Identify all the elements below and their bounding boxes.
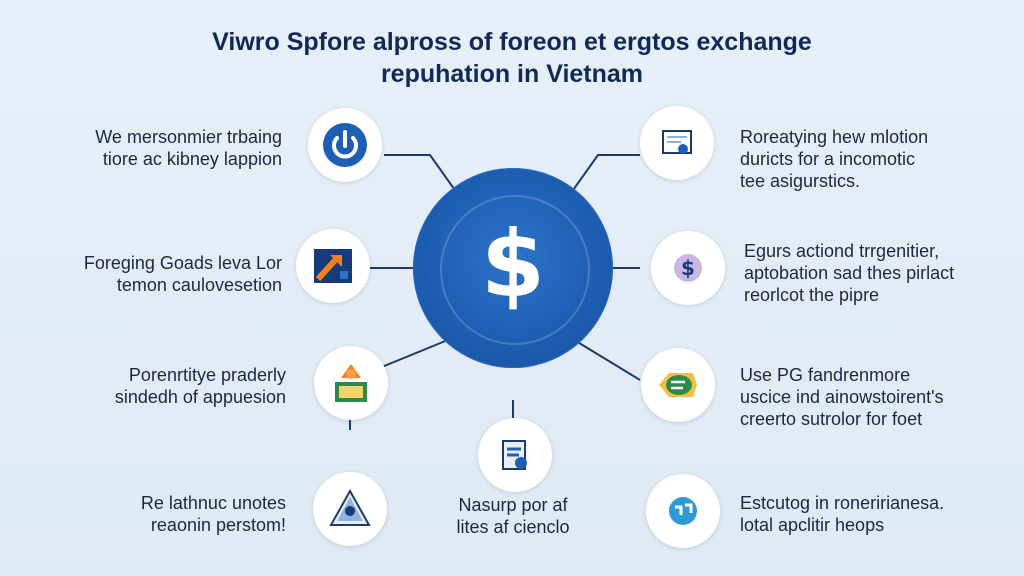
node-bottom-center-text: Nasurp por af lites af cienclo (410, 494, 616, 538)
node-low-right-text: Use PG fandrenmore uscice ind ainowstoir… (740, 364, 1010, 430)
message-badge-icon (641, 348, 715, 422)
node-top-right-line-2: duricts for a incomotic (740, 149, 916, 169)
central-dollar-circle: $ (413, 168, 613, 368)
document-icon (478, 418, 552, 492)
central-inner-ring (440, 195, 590, 345)
node-mid-right-line-2: aptobation sad thes pirlact (744, 263, 955, 283)
node-low-left-line-1: Porenrtitye praderly (128, 365, 286, 385)
svg-text:$: $ (681, 256, 695, 280)
node-mid-left-line-2: temon caulovesetion (116, 275, 282, 295)
node-bottom-center-line-2: lites af cienclo (456, 517, 570, 537)
dollar-sign-icon: $ (480, 211, 545, 318)
node-top-right-text: Roreatying hew mlotion duricts for a inc… (740, 126, 1000, 192)
node-mid-left-text: Foreging Goads leva Lor temon cauloveset… (40, 252, 282, 296)
power-icon (308, 108, 382, 182)
arrow-chart-icon (296, 229, 370, 303)
pyramid-icon (313, 472, 387, 546)
node-low-left-text: Porenrtitye praderly sindedh of appuesio… (40, 364, 286, 408)
award-icon (314, 346, 388, 420)
node-top-left-line-2: tiore ac kibney lappion (102, 149, 282, 169)
node-low-right-line-1: Use PG fandrenmore (740, 365, 911, 385)
node-bottom-right-line-1: Estcutog in roneririanesa. (740, 493, 945, 513)
node-top-left-text: We mersonmier trbaing tiore ac kibney la… (40, 126, 282, 170)
node-mid-right-line-1: Egurs actiond trrgenitier, (744, 241, 940, 261)
node-bottom-right-line-2: lotal apclitir heops (740, 515, 885, 535)
certificate-icon (640, 106, 714, 180)
node-low-right-line-3: creerto sutrolor for foet (740, 409, 923, 429)
node-mid-left-line-1: Foreging Goads leva Lor (83, 253, 282, 273)
dollar-coin-icon: $ (651, 231, 725, 305)
node-mid-right-text: Egurs actiond trrgenitier, aptobation sa… (744, 240, 1004, 306)
title-line-2: repuhation in Vietnam (380, 60, 644, 88)
title-line-1: Viwro Spfore alpross of foreon et ergtos… (212, 28, 812, 56)
node-top-left-line-1: We mersonmier trbaing (95, 127, 282, 147)
node-top-right-line-3: tee asigurstics. (740, 171, 861, 191)
node-low-left-line-2: sindedh of appuesion (114, 387, 286, 407)
node-bottom-left-line-2: reaonin perstom! (150, 515, 286, 535)
node-low-right-line-2: uscice ind ainowstoirent's (740, 387, 944, 407)
chat-icon (646, 474, 720, 548)
node-bottom-left-line-1: Re lathnuc unotes (140, 493, 286, 513)
node-bottom-left-text: Re lathnuc unotes reaonin perstom! (40, 492, 286, 536)
node-bottom-right-text: Estcutog in roneririanesa. lotal apcliti… (740, 492, 1010, 536)
node-top-right-line-1: Roreatying hew mlotion (740, 127, 929, 147)
node-bottom-center-line-1: Nasurp por af (458, 495, 568, 515)
node-mid-right-line-3: reorlcot the pipre (744, 285, 880, 305)
